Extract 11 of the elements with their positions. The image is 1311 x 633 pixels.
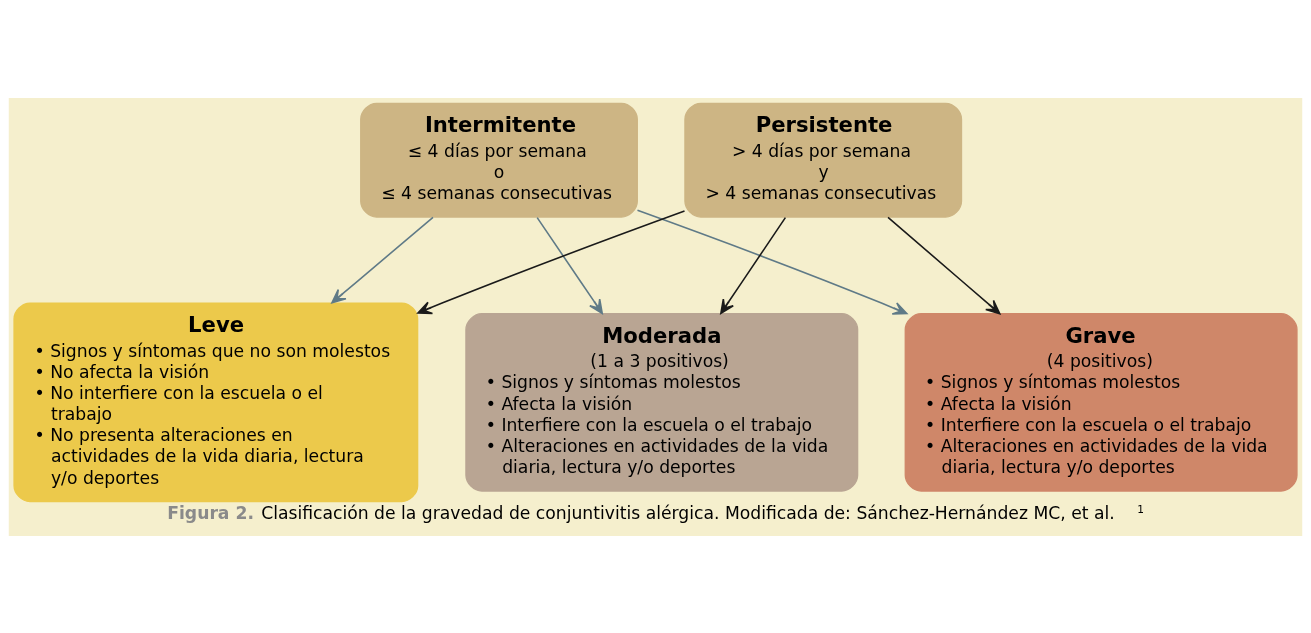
arrow bbox=[636, 209, 908, 315]
arrow bbox=[331, 216, 434, 304]
node-box: Leve • Signos y síntomas que no son molestos • No afecta la visión • No interfiere con la escuela o el trabajo • No presenta alteraciones en actividades de la vida diaria, lectura y/o deportes bbox=[13, 301, 419, 502]
node-box: Grave (4 positivos) • Signos y síntomas molestos • Afecta la visión • Interfiere con la escuela o el trabajo • Alteraciones en actividades de la vida diaria, lectura y/o deportes bbox=[904, 312, 1298, 492]
arrow bbox=[887, 216, 1001, 314]
node-box: Moderada (1 a 3 positivos) • Signos y síntomas molestos • Afecta la visión • Interfiere con la escuela o el trabajo • Alteraciones en actividades de la vida diaria, lectura y/o deportes bbox=[465, 312, 859, 492]
arrow bbox=[536, 216, 603, 314]
arrow bbox=[417, 209, 686, 314]
node-box: Persistente > 4 días por semana y > 4 semanas consecutivas bbox=[684, 102, 963, 218]
node-box: Intermitente ≤ 4 días por semana o ≤ 4 semanas consecutivas bbox=[360, 102, 638, 218]
arrow bbox=[720, 216, 787, 314]
